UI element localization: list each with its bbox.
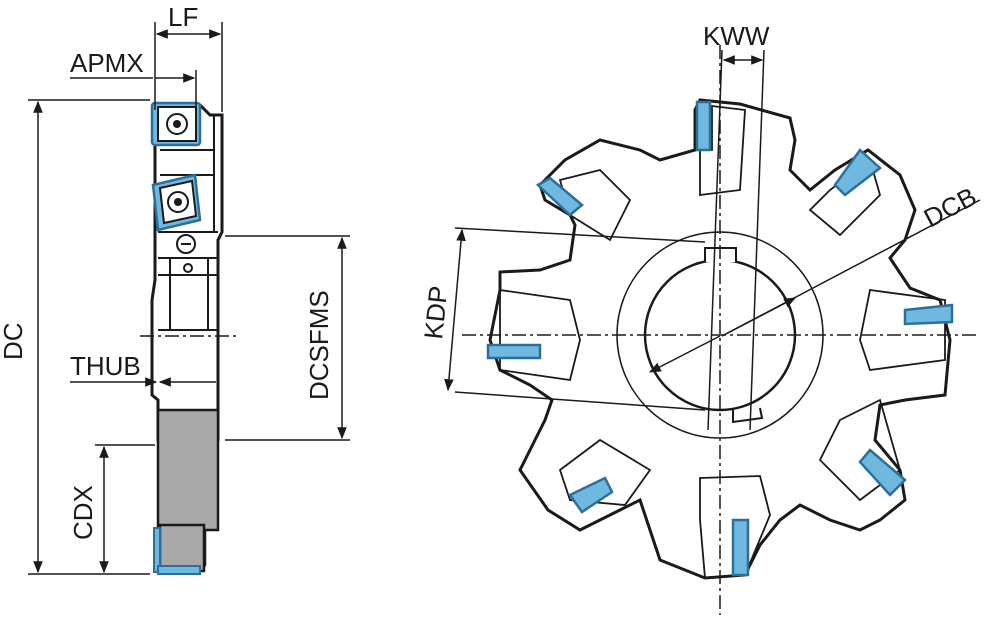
front-dimensions [444, 49, 981, 431]
label-apmx: APMX [70, 48, 144, 78]
side-view [140, 103, 240, 573]
side-hub-key [158, 523, 206, 573]
side-dimensions [28, 22, 350, 575]
insert-icon [486, 343, 542, 360]
insert-icon [833, 148, 882, 197]
insert-edge-icon [157, 565, 201, 575]
insert-icon [903, 303, 954, 326]
front-inserts [486, 100, 954, 579]
label-dcb: DCB [919, 181, 982, 233]
label-kdp: KDP [418, 284, 453, 340]
insert-icon [695, 100, 712, 152]
insert-icon [731, 518, 750, 577]
insert-icon [535, 176, 584, 217]
insert-top-icon [150, 101, 202, 147]
label-lf: LF [168, 2, 198, 32]
label-cdx: CDX [68, 485, 98, 540]
front-view [462, 45, 980, 615]
insert-icon [858, 448, 907, 497]
label-thub: THUB [70, 351, 141, 381]
insert-lower-icon [151, 173, 202, 232]
keyway-bottom [732, 407, 764, 424]
insert-icon [568, 476, 614, 514]
side-inserts [150, 101, 202, 575]
label-dc: DC [0, 322, 28, 360]
label-dcsfms: DCSFMS [304, 290, 334, 400]
label-kww: KWW [703, 21, 770, 51]
